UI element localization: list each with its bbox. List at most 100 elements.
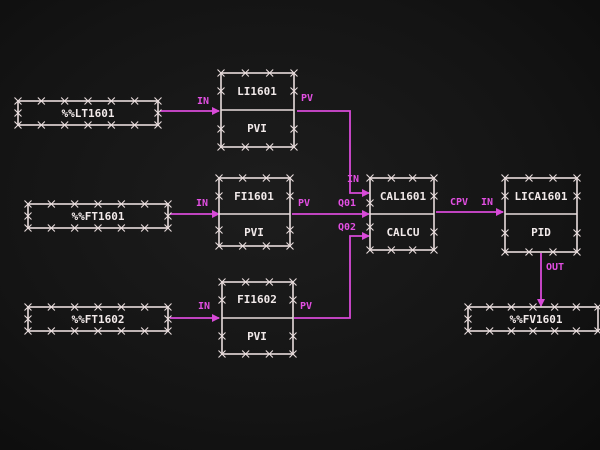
block-name-li1601: LI1601 [237,85,277,98]
connector-x-mark [154,97,162,105]
connector-marks [290,87,298,95]
connector-marks [218,332,226,340]
connector-marks [14,121,162,129]
block-li1601[interactable]: LI1601 PVI [217,69,298,151]
connector-marks [218,278,297,286]
connector-x-mark [84,97,92,105]
connector-x-mark [215,242,223,250]
connector-marks [24,315,32,323]
connector-x-mark [525,174,533,182]
connector-marks [501,229,509,237]
connector-marks [154,109,162,117]
connector-x-mark [265,350,274,358]
connector-marks [464,303,600,311]
connector-x-mark [430,228,438,236]
connector-x-mark [215,192,223,200]
connector-x-mark [366,174,374,182]
connector-x-mark [238,242,247,250]
connector-x-mark [107,121,116,129]
connector-x-mark [286,174,294,182]
block-name-fi1601: FI1601 [234,190,274,203]
connector-x-mark [289,278,297,286]
block-cal1601[interactable]: CAL1601 CALCU [366,174,438,254]
connector-x-mark [241,278,250,286]
connector-marks [24,200,172,208]
connector-x-mark [217,143,225,151]
port-label-q01: Q01 [338,198,356,209]
connector-x-mark [140,200,149,208]
connector-marks [501,248,581,256]
block-fi1602[interactable]: FI1602 PVI [218,278,297,358]
port-label-cpv: CPV [450,197,468,208]
connector-marks [215,174,294,182]
connector-x-mark [289,296,297,304]
connector-x-mark [549,248,557,256]
connector-x-mark [265,143,274,151]
block-name-cal1601: CAL1601 [380,190,427,203]
connector-x-mark [572,303,581,311]
wire-li1601-to-cal1601 [297,110,370,197]
connector-marks [501,174,581,182]
connector-marks [289,332,297,340]
tag-box-lt1601[interactable]: %%LT1601 [14,97,162,129]
connector-x-mark [47,327,56,335]
connector-x-mark [215,226,223,234]
connector-x-mark [218,296,226,304]
connector-x-mark [218,332,226,340]
connector-x-mark [550,303,559,311]
connector-x-mark [140,224,149,232]
connector-x-mark [573,248,581,256]
connector-marks [286,226,294,234]
connector-x-mark [94,224,102,232]
connector-x-mark [218,350,226,358]
connector-x-mark [140,303,149,311]
connector-marks [217,87,225,95]
connector-x-mark [24,315,32,323]
tag-box-fv1601[interactable]: %%FV1601 [464,303,600,335]
block-type-fi1601: PVI [244,226,264,239]
connector-marks [215,242,294,250]
connector-x-mark [366,223,374,231]
tag-box-ft1602[interactable]: %%FT1602 [24,303,172,335]
port-label-pv-li1601: PV [301,93,313,104]
connector-x-mark [164,315,172,323]
connector-x-mark [430,246,438,254]
connector-marks [290,125,298,133]
port-label-out: OUT [546,262,564,273]
connector-x-mark [408,246,417,254]
connector-marks [14,97,162,105]
connector-marks [218,296,226,304]
connector-marks [430,192,438,200]
connector-x-mark [594,304,600,311]
connector-x-mark [117,224,126,232]
port-label-in-fi1601: IN [196,198,208,209]
connector-x-mark [286,242,294,250]
block-fi1601[interactable]: FI1601 PVI [215,174,294,250]
connector-marks [164,315,172,323]
tag-label-lt1601: %%LT1601 [62,107,115,120]
connector-x-mark [217,87,225,95]
connector-marks [215,192,223,200]
port-label-pv-fi1601: PV [298,198,310,209]
tag-label-ft1602: %%FT1602 [72,313,125,326]
connector-x-mark [117,303,126,311]
connector-x-mark [47,200,56,208]
connector-x-mark [572,327,581,335]
block-name-fi1602: FI1602 [237,293,277,306]
connector-x-mark [238,174,247,182]
connector-x-mark [94,303,102,311]
connector-marks [217,125,225,133]
connector-x-mark [154,109,162,117]
connector-x-mark [408,174,417,182]
connector-x-mark [130,121,139,129]
connector-x-mark [60,121,69,129]
connector-x-mark [573,229,581,237]
connector-x-mark [24,224,32,232]
connector-x-mark [525,248,533,256]
wire-fi1602-to-cal1601 [294,232,370,319]
connector-x-mark [464,303,472,311]
tag-box-ft1601[interactable]: %%FT1601 [24,200,172,232]
block-lica1601[interactable]: LICA1601 PID [501,174,581,256]
connector-x-mark [286,226,294,234]
connector-x-mark [430,192,438,200]
